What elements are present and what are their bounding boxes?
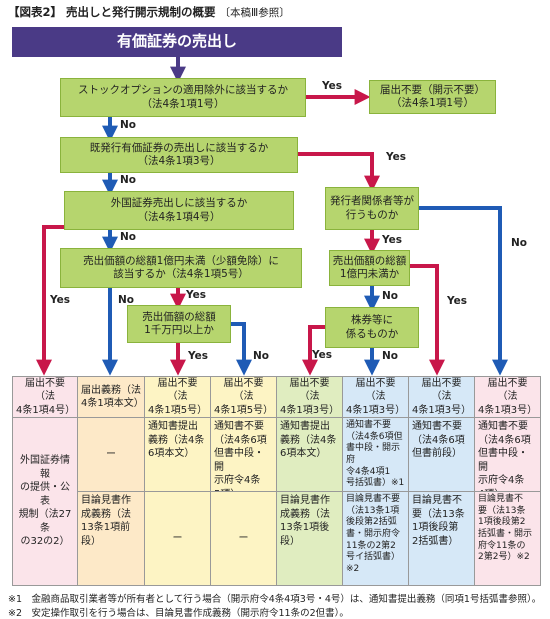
result-no-filing: 届出不要（開示不要） （法4条1項1号） bbox=[369, 80, 496, 114]
label-q5-no: No bbox=[253, 350, 270, 362]
result-cell-r2c5: 通知書提出 義務（法4条 6項本文） bbox=[277, 418, 343, 492]
label-q1-yes: Yes bbox=[322, 80, 343, 92]
label-q4-yes: Yes bbox=[186, 289, 207, 301]
result-cell-r1c7: 届出不要（法 4条1項3号） bbox=[409, 376, 475, 418]
figure-title-ref: 〔本稿Ⅲ参照〕 bbox=[219, 7, 290, 19]
label-q6-yes: Yes bbox=[382, 234, 403, 246]
footnote-1: ※1 金融商品取引業者等が所有者として行う場合（開示府令4条4項3号・4号）は、… bbox=[8, 594, 542, 605]
question-issuer-related: 発行者関係者等が 行うものか bbox=[325, 187, 419, 230]
question-stock-option: ストックオプションの適用除外に該当するか （法4条1項1号） bbox=[60, 78, 306, 117]
result-cell-r3c5: 目論見書作 成義務（法 13条1項後 段） bbox=[277, 492, 343, 586]
result-cell-r1c1: 届出不要（法 4条1項4号） bbox=[12, 376, 78, 418]
result-cell-r2c8: 通知書不要 （法4条6項 但書中段・開 示府令4条 4項） bbox=[475, 418, 541, 492]
label-q7-no: No bbox=[382, 290, 399, 302]
label-q2-yes: Yes bbox=[386, 151, 407, 163]
label-q6-no: No bbox=[511, 237, 528, 249]
result-cell-r3c2: 目論見書作 成義務（法 13条1項前 段） bbox=[78, 492, 145, 586]
result-cell-r1c4: 届出不要（法 4条1項5号） bbox=[211, 376, 277, 418]
result-cell-r3c7: 目論見書不 要（法13条 1項後段第 2括弧書） bbox=[409, 492, 475, 586]
arrow-q6-no bbox=[419, 206, 508, 376]
result-cell-r2c7: 通知書不要 （法4条6項 但書前段） bbox=[409, 418, 475, 492]
label-q8-yes: Yes bbox=[312, 349, 333, 361]
label-q3-no: No bbox=[120, 231, 137, 243]
result-cell-r3c4: ー bbox=[211, 492, 277, 586]
result-cell-r3c8: 目論見書不 要（法13条 1項後段第2 括弧書・開示 府令11条の 2第2号）※… bbox=[475, 492, 541, 586]
label-q3-yes: Yes bbox=[50, 294, 71, 306]
question-ten-million: 売出価額の総額 1千万円以上か bbox=[127, 305, 231, 343]
label-q2-no: No bbox=[120, 174, 137, 186]
arrow-q3-yes bbox=[36, 225, 64, 376]
label-q1-no: No bbox=[120, 119, 137, 131]
label-q4-no: No bbox=[118, 294, 135, 306]
question-foreign-securities: 外国証券売出しに該当するか （法4条1項4号） bbox=[64, 191, 294, 230]
result-cell-r2c3: 通知書提出 義務（法4条 6項本文） bbox=[145, 418, 211, 492]
result-cell-r2c6: 通知書不要 （法4条6項但 書中段・開示府 令4条4項1 号括弧書）※1 bbox=[343, 418, 409, 492]
arrow-q8-yes bbox=[302, 325, 325, 376]
arrow-q7-yes bbox=[410, 264, 445, 376]
label-q8-no: No bbox=[382, 350, 399, 362]
result-cell-r1c3: 届出不要（法 4条1項5号） bbox=[145, 376, 211, 418]
question-existing-securities: 既発行有価証券の売出しに該当するか （法4条1項3号） bbox=[60, 137, 298, 173]
question-shares: 株券等に 係るものか bbox=[325, 307, 419, 348]
label-q5-yes: Yes bbox=[188, 350, 209, 362]
result-cell-r2c2: ー bbox=[78, 418, 145, 492]
result-cell-r1c2: 届出義務（法 4条1項本文） bbox=[78, 376, 145, 418]
result-cell-r1c8: 届出不要（法 4条1項3号） bbox=[475, 376, 541, 418]
label-q7-yes: Yes bbox=[447, 295, 468, 307]
result-cell-foreign-info: 外国証券情報 の提供・公表 規制（法27条 の32の2） bbox=[12, 418, 78, 586]
arrow-q2-yes bbox=[298, 152, 380, 192]
question-small-amount: 売出価額の総額1億円未満（少額免除）に 該当するか（法4条1項5号） bbox=[60, 248, 302, 288]
result-cell-r2c4: 通知書不要 （法4条6項 但書中段・開 示府令4条 5項） bbox=[211, 418, 277, 492]
result-cell-r1c6: 届出不要（法 4条1項3号） bbox=[343, 376, 409, 418]
result-cell-r1c5: 届出不要（法 4条1項3号） bbox=[277, 376, 343, 418]
question-hundred-million: 売出価額の総額 1億円未満か bbox=[329, 250, 410, 286]
result-cell-r3c3: ー bbox=[145, 492, 211, 586]
footnote-2: ※2 安定操作取引を行う場合は、目論見書作成義務（開示府令11条の2但書）。 bbox=[8, 608, 349, 619]
flow-start-box: 有価証券の売出し bbox=[12, 27, 342, 57]
figure-title: 【図表2】 売出しと発行開示規制の概要 〔本稿Ⅲ参照〕 bbox=[8, 4, 290, 20]
arrow-q5-no bbox=[231, 322, 252, 376]
figure-title-main: 【図表2】 売出しと発行開示規制の概要 bbox=[8, 5, 216, 19]
result-cell-r3c6: 目論見書不要 （法13条1項 後段第2括弧 書・開示府令 11条の2第2 号イ括… bbox=[343, 492, 409, 586]
